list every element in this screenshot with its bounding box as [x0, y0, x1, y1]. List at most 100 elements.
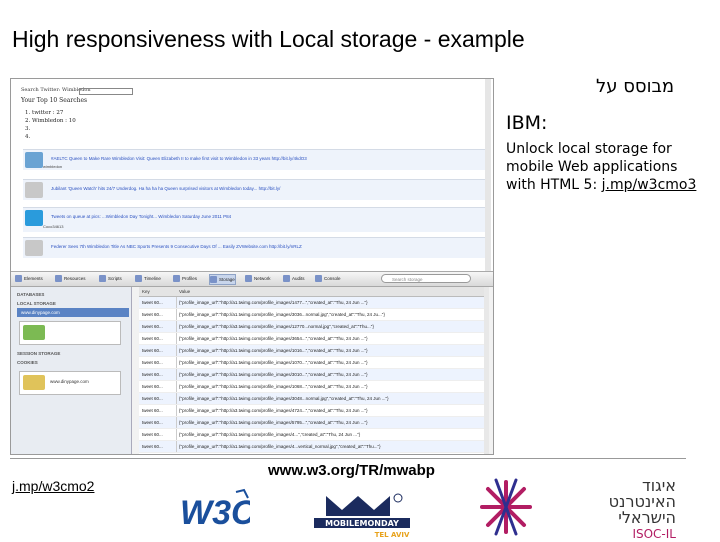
w3c-logo-swoosh — [235, 488, 249, 499]
tab-scripts[interactable]: Scripts — [99, 274, 122, 283]
mwabp-url[interactable]: www.w3.org/TR/mwabp — [268, 462, 435, 479]
tweet-avatar — [25, 210, 43, 226]
w3cmo2-link[interactable]: j.mp/w3cmo2 — [12, 478, 95, 494]
cell-key: tweet 60... — [142, 297, 177, 308]
isoc-il-emblem-accent — [494, 478, 518, 536]
top10-item[interactable]: 1. twitter : 27 — [25, 110, 64, 116]
ibm-article-link[interactable]: j.mp/w3cmo3 — [601, 177, 697, 193]
isoc-line-1: איגוד — [642, 476, 676, 495]
table-row[interactable]: tweet 60...{"profile_image_url":"http://… — [139, 345, 489, 357]
tweet-text[interactable]: Tweets on queue at pics: ...Wimbledon Da… — [51, 214, 232, 219]
tweet-text[interactable]: Federer Sees 7th Wimbledon Title As NBC … — [51, 244, 302, 249]
table-row[interactable]: tweet 60...{"profile_image_url":"http://… — [139, 297, 489, 309]
sidebar-header-cookies[interactable]: COOKIES — [17, 360, 38, 365]
tab-network[interactable]: Network — [245, 274, 271, 283]
cell-value: {"profile_image_url":"http://a1.twimg.co… — [179, 444, 381, 449]
tweet-text[interactable]: #AELTC Queen to Make Rare Wimbledon Visi… — [51, 156, 307, 161]
sidebar-item-cookie-origin[interactable]: www.dinypage.com — [19, 371, 121, 395]
cell-value: {"profile_image_url":"http://a1.twimg.co… — [179, 312, 385, 317]
tab-timeline[interactable]: Timeline — [135, 274, 161, 283]
cell-value: {"profile_image_url":"http://a1.twimg.co… — [179, 360, 368, 365]
cookie-origin-label: www.dinypage.com — [50, 379, 89, 384]
table-row[interactable]: tweet 60...{"profile_image_url":"http://… — [139, 369, 489, 381]
cell-key: tweet 60... — [142, 321, 177, 332]
table-row[interactable]: tweet 60...{"profile_image_url":"http://… — [139, 429, 489, 441]
source-description: Unlock local storage for mobile Web appl… — [506, 140, 706, 194]
inspector-toolbar: Elements Resources Scripts Timeline Prof… — [11, 272, 493, 287]
cell-key: tweet 60... — [142, 429, 177, 440]
page-search-input[interactable] — [79, 88, 133, 95]
storage-sidebar: DATABASES LOCAL STORAGE www.dinypage.com… — [11, 287, 132, 454]
isoc-il-wordmark: איגוד האינטרנט הישראלי ISOC-IL — [572, 478, 676, 542]
source-ibm-label: IBM: — [506, 112, 548, 134]
mobilemonday-banner — [314, 518, 410, 528]
cell-key: tweet 60... — [142, 381, 177, 392]
sidebar-header-session-storage[interactable]: SESSION STORAGE — [17, 351, 61, 356]
cell-value: {"profile_image_url":"http://a3.twimg.co… — [179, 408, 368, 413]
tweet-row[interactable]: #AELTC Queen to Make Rare Wimbledon Visi… — [23, 149, 486, 170]
table-row[interactable]: tweet 60...{"profile_image_url":"http://… — [139, 321, 489, 333]
tab-profiles[interactable]: Profiles — [173, 274, 197, 283]
top10-item[interactable]: 4. — [25, 134, 31, 140]
cell-value: {"profile_image_url":"http://a1.twimg.co… — [179, 300, 368, 305]
table-row[interactable]: tweet 60...{"profile_image_url":"http://… — [139, 417, 489, 429]
footer-divider — [10, 458, 686, 459]
cell-value: {"profile_image_url":"http://a1.twimg.co… — [179, 420, 368, 425]
table-row[interactable]: tweet 60...{"profile_image_url":"http://… — [139, 309, 489, 321]
tweet-row[interactable]: Tweets on queue at pics: ...Wimbledon Da… — [23, 207, 486, 232]
twitter-search-page: Search Twitter: Wimbledon Your Top 10 Se… — [11, 79, 493, 271]
cell-value: {"profile_image_url":"http://a3.twimg.co… — [179, 324, 374, 329]
tab-console[interactable]: Console — [315, 274, 341, 283]
cell-key: tweet 60... — [142, 333, 177, 344]
tweet-avatar — [25, 152, 43, 168]
sidebar-item-local-origin[interactable]: www.dinypage.com — [17, 308, 129, 317]
cell-key: tweet 60... — [142, 441, 177, 452]
w3c-logo: W3C — [180, 488, 250, 530]
cell-key: tweet 60... — [142, 345, 177, 356]
isoc-line-2: האינטרנט — [608, 492, 676, 511]
trademark-icon — [393, 493, 403, 503]
table-header: Key Value — [139, 287, 489, 297]
cell-value: {"profile_image_url":"http://a1.twimg.co… — [179, 384, 368, 389]
table-row[interactable]: tweet 60...{"profile_image_url":"http://… — [139, 441, 489, 453]
page-scrollbar[interactable] — [485, 79, 491, 271]
mobilemonday-mark — [326, 496, 390, 516]
top10-item[interactable]: 3. — [25, 126, 31, 132]
tab-elements[interactable]: Elements — [15, 274, 43, 283]
local-origin-thumbnail — [19, 321, 121, 345]
source-heading-hebrew: מבוסס על — [596, 76, 675, 97]
top10-list: 1. twitter : 27 2. Wimbledon : 10 3. 4. — [25, 109, 76, 141]
tweet-row[interactable]: Jubilant 'Queen Watch' hits 24/7 Underdo… — [23, 179, 486, 200]
sidebar-header-local-storage[interactable]: LOCAL STORAGE — [17, 301, 56, 306]
table-row[interactable]: tweet 60...{"profile_image_url":"http://… — [139, 333, 489, 345]
isoc-il-label: ISOC-IL — [632, 527, 676, 541]
tab-resources[interactable]: Resources — [55, 274, 86, 283]
tweet-avatar — [25, 182, 43, 198]
table-scrollbar[interactable] — [484, 287, 489, 454]
top10-item[interactable]: 2. Wimbledon : 10 — [25, 118, 76, 124]
tel-aviv-text: TEL AVIV — [375, 531, 410, 539]
table-row[interactable]: tweet 60...{"profile_image_url":"http://… — [139, 381, 489, 393]
site-logo-icon — [23, 375, 45, 390]
tweet-row[interactable]: Federer Sees 7th Wimbledon Title As NBC … — [23, 237, 486, 258]
mobilemonday-text: MOBILEMONDAY — [325, 519, 399, 528]
inspector-search-input[interactable]: Search storage — [381, 274, 471, 283]
tweet-text[interactable]: Jubilant 'Queen Watch' hits 24/7 Underdo… — [51, 186, 281, 191]
cell-value: {"profile_image_url":"http://a1.twimg.co… — [179, 336, 368, 341]
table-row[interactable]: tweet 60...{"profile_image_url":"http://… — [139, 393, 489, 405]
table-row[interactable]: tweet 60...{"profile_image_url":"http://… — [139, 357, 489, 369]
tweet-user[interactable]: Coco34613 — [43, 224, 64, 229]
cell-key: tweet 60... — [142, 405, 177, 416]
cell-key: tweet 60... — [142, 393, 177, 404]
isoc-il-emblem — [480, 478, 532, 536]
local-storage-table: Key Value tweet 60...{"profile_image_url… — [139, 287, 489, 454]
tab-audits[interactable]: Audits — [283, 274, 305, 283]
table-row[interactable]: tweet 60...{"profile_image_url":"http://… — [139, 405, 489, 417]
tab-storage[interactable]: Storage — [209, 274, 236, 285]
column-header-key[interactable]: Key — [142, 289, 150, 294]
sidebar-header-databases[interactable]: DATABASES — [17, 292, 45, 297]
column-header-value[interactable]: Value — [179, 289, 191, 294]
tweet-user[interactable]: wimbledon — [43, 164, 63, 169]
cell-key: tweet 60... — [142, 417, 177, 428]
cell-value: {"profile_image_url":"http://a1.twimg.co… — [179, 432, 361, 437]
